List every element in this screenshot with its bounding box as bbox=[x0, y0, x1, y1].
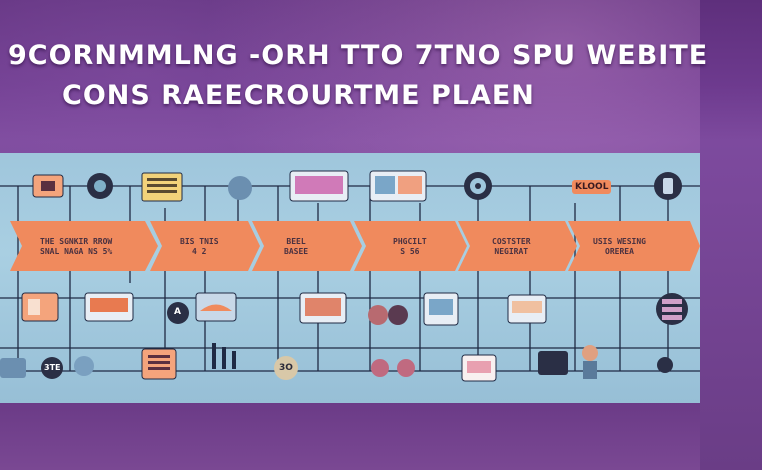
lower-row-icons bbox=[0, 292, 688, 382]
bottom-band bbox=[0, 403, 700, 470]
badge-3te: 3TE bbox=[44, 363, 61, 372]
page-title-line-1: 9CORNMMLNG -ORH TTO 7TNO SPU WEBITE bbox=[8, 40, 709, 71]
badge-3o: 3O bbox=[279, 363, 293, 373]
badge-a: A bbox=[174, 307, 181, 317]
connector-lines bbox=[0, 185, 700, 372]
arrow-chain bbox=[10, 221, 700, 271]
roadmap-diagram bbox=[0, 170, 700, 382]
top-row-icons bbox=[32, 170, 682, 202]
page-title-line-2: CONS RAEECROURTME PLAEN bbox=[62, 80, 535, 111]
kool-sticker: KLOOL bbox=[572, 180, 612, 194]
